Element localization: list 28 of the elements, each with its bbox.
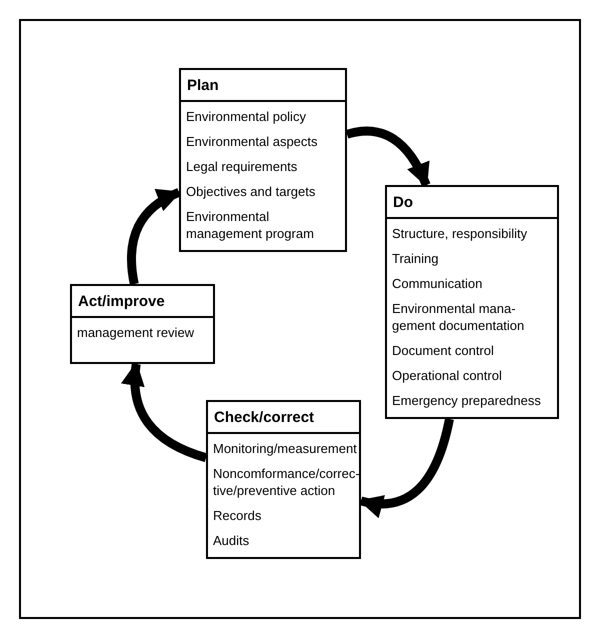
- list-item: Document control: [391, 342, 495, 359]
- stage-heading: Do: [387, 187, 557, 219]
- stage-box: [206, 400, 361, 559]
- list-item: Objectives and targets: [185, 183, 316, 200]
- list-item: Legal requirements: [185, 158, 298, 175]
- stage-box: [70, 284, 215, 364]
- stage-heading: Check/correct: [208, 402, 359, 434]
- list-item: management review: [76, 324, 196, 341]
- list-item: Structure, responsibility: [391, 225, 528, 242]
- stage-box: [385, 185, 559, 419]
- list-item: Environmental aspects: [185, 133, 319, 150]
- stage-heading: Plan: [181, 70, 345, 102]
- list-item: Training: [391, 250, 440, 267]
- curved-arrow: [122, 362, 208, 462]
- list-item: Environmental management program: [185, 208, 315, 242]
- list-item: Emergency preparedness: [391, 392, 542, 409]
- list-item: Environmental policy: [185, 108, 307, 125]
- list-item: Environmental mana-gement documentation: [391, 300, 526, 334]
- list-item: Operational control: [391, 367, 503, 384]
- curved-arrow: [127, 188, 182, 285]
- list-item: Records: [212, 507, 262, 524]
- stage-heading: Act/improve: [72, 286, 213, 318]
- list-item: Communication: [391, 275, 484, 292]
- list-item: Noncomformance/correc-tive/preventive action: [212, 465, 359, 499]
- list-item: Audits: [212, 532, 250, 549]
- list-item: Monitoring/measurement: [212, 440, 358, 457]
- curved-arrow: [346, 126, 430, 188]
- stage-box: [179, 68, 347, 252]
